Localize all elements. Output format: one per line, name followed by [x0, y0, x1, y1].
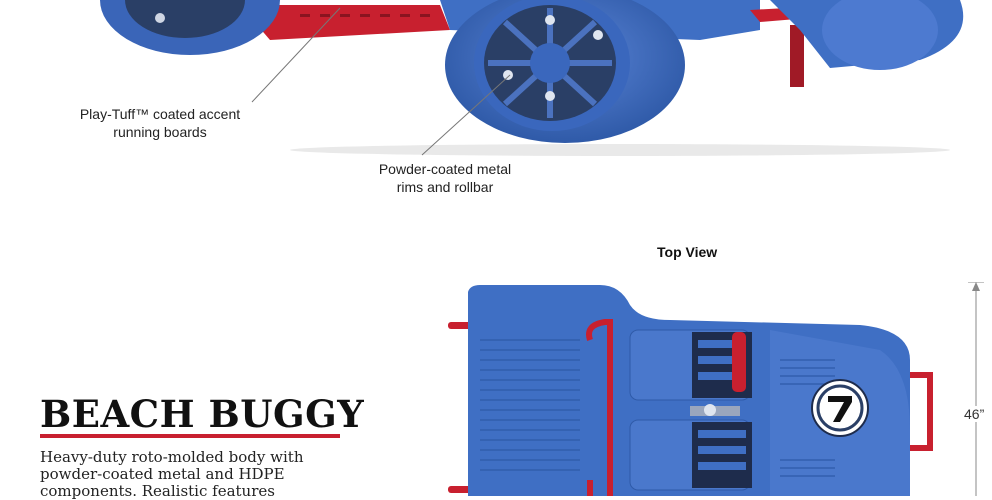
support-post [790, 25, 804, 87]
callout-running-boards-line2: running boards [113, 124, 207, 140]
steering-post [732, 332, 746, 392]
callout-running-boards-line1: Play-Tuff™ coated accent [79, 106, 241, 122]
callout-running-boards: Play-Tuff™ coated accent running boards [60, 105, 260, 141]
product-description: Heavy-duty roto-molded body with powder-… [40, 449, 360, 500]
description-line-1: Heavy-duty roto-molded body with [40, 448, 304, 466]
ground-shadow [290, 144, 950, 156]
number-roundel [811, 379, 869, 437]
callout-rims-line1: Powder-coated metal [378, 161, 512, 177]
callout-rims-line2: rims and rollbar [396, 179, 494, 195]
front-wheel [445, 0, 685, 143]
running-board [240, 5, 450, 40]
dimension-line [968, 282, 984, 496]
description-line-3: components. Realistic features [40, 482, 275, 500]
dimension-label: 46” [964, 406, 985, 422]
side-view-illustration [100, 0, 964, 156]
top-view-title: Top View [657, 244, 718, 260]
title-underline [40, 434, 340, 438]
callout-rims: Powder-coated metal rims and rollbar [355, 160, 535, 196]
top-view-illustration [448, 285, 933, 496]
description-line-2: powder-coated metal and HDPE [40, 465, 285, 483]
product-title: BEACH BUGGY [40, 392, 365, 436]
left-wheel [100, 0, 280, 55]
